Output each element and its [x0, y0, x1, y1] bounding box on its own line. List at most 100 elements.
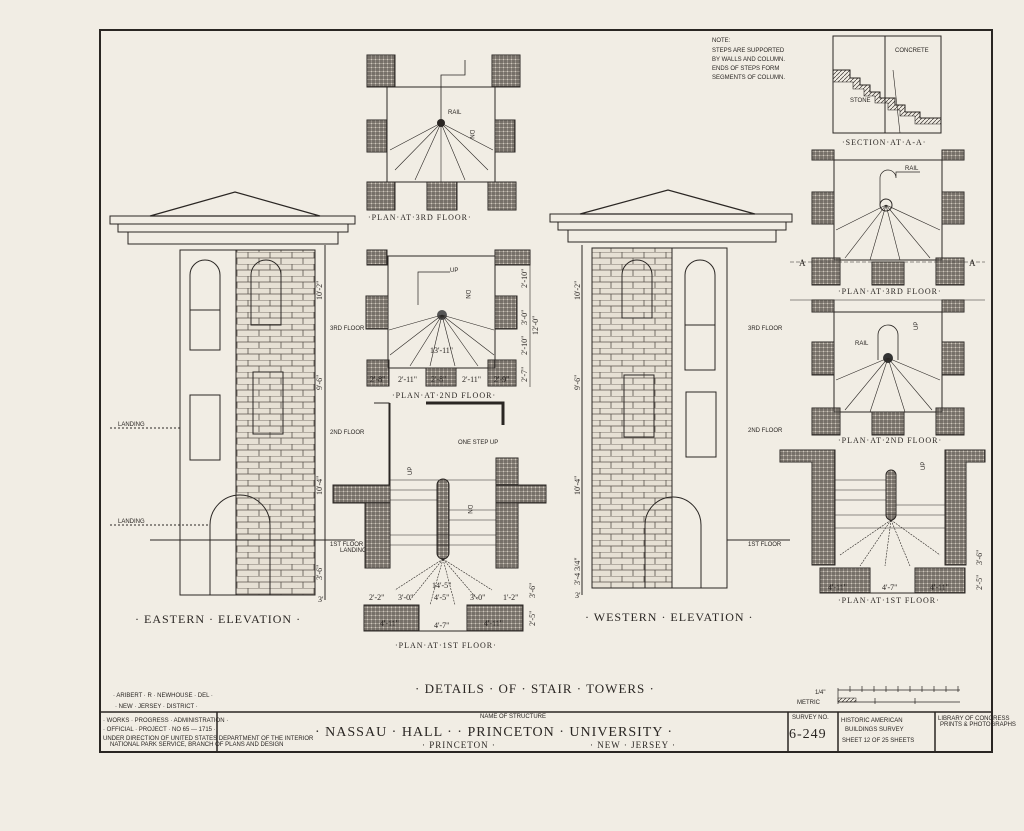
right-3rd-rail-label: RAIL: [905, 166, 919, 172]
western-2nd-floor-label: 2ND FLOOR: [748, 428, 783, 434]
name-of-structure-label: NAME OF STRUCTURE: [480, 714, 546, 720]
plan-1st-dim-row-2: 3'-0": [398, 593, 413, 602]
library-stamp-1: LIBRARY OF CONGRESS: [938, 716, 1009, 722]
note-line-3: ENDS OF STEPS FORM: [712, 66, 779, 72]
plan-2nd-dim-side-2: 3'-0": [520, 310, 529, 325]
plan-2nd-dim-bottom-3: 2'-8": [431, 375, 446, 384]
title-block: [216, 712, 936, 752]
eastern-1st-floor-label: 1ST FLOOR: [330, 542, 364, 548]
plan-2nd-dim-bottom-4: 2'-11": [462, 375, 481, 384]
scale-label: 1/4": [815, 690, 825, 696]
right-2nd-up-label: UP: [914, 322, 920, 330]
note-heading: NOTE:: [712, 38, 731, 44]
western-3rd-floor-label: 3RD FLOOR: [748, 326, 783, 332]
section-a-a-detail: [832, 35, 942, 134]
survey-number: 6-249: [789, 727, 827, 742]
eastern-elevation-title: · EASTERN · ELEVATION ·: [135, 612, 301, 626]
plan-1st-dim-side-2: 2'-5": [528, 611, 537, 626]
right-1st-dim-side-1: 3'-6": [975, 550, 984, 565]
section-marker-a-right: A: [969, 258, 977, 268]
plan-2nd-dim-side-4: 2'-7": [520, 367, 529, 382]
section-a-a-title: ·SECTION·AT·A-A·: [842, 138, 926, 147]
western-dim-2: 9'-6": [573, 375, 582, 390]
plan-2nd-dim-bottom-1: 2'-8": [370, 375, 385, 384]
agency-line-4: NATIONAL PARK SERVICE, BRANCH OF PLANS A…: [110, 742, 283, 748]
right-plan-3rd-floor-title: ·PLAN·AT·3RD FLOOR·: [838, 287, 942, 296]
right-plan-1st-floor-title: ·PLAN·AT·1ST FLOOR·: [838, 596, 940, 605]
right-2nd-rail-label: RAIL: [855, 341, 869, 347]
eastern-dim-5: 3': [318, 595, 324, 604]
plan-2nd-floor-right: [790, 299, 985, 436]
plan-2nd-dim-side-1: 2'-10": [520, 269, 529, 288]
eastern-elevation: [109, 191, 356, 600]
plan-2nd-dim-total: 12'-0": [531, 316, 540, 335]
eastern-landing-label-2: LANDING: [118, 519, 145, 525]
plan-2nd-floor-title: ·PLAN·AT·2ND FLOOR·: [392, 391, 496, 400]
right-1st-dim-side-2: 2'-5": [975, 575, 984, 590]
plan-2nd-dn-label: DN: [464, 290, 470, 299]
survey-no-label: SURVEY NO.: [792, 715, 829, 721]
delineator-name: · ARIBERT · R · NEWHOUSE · DEL ·: [113, 693, 213, 699]
agency-line-2: · OFFICIAL · PROJECT · NO 65 --- 1715 ·: [103, 727, 216, 733]
western-dim-5: 3': [575, 591, 581, 600]
plan-2nd-dim-side-3: 2'-10": [520, 336, 529, 355]
agency-line-3: UNDER DIRECTION OF UNITED STATES DEPARTM…: [103, 736, 314, 742]
eastern-2nd-floor-label: 2ND FLOOR: [330, 430, 365, 436]
plan-1st-dim-row-5: 1'-2": [503, 593, 518, 602]
plan-3rd-dn-label: DN: [468, 130, 474, 139]
graphic-scale-bar: [837, 686, 960, 704]
plan-1st-floor-right: [779, 449, 986, 594]
right-1st-dim-bottom-2: 4'-7": [882, 583, 897, 592]
plan-1st-dim-bottom-3: 4'-11": [484, 619, 503, 628]
plan-2nd-dim-bottom-5: 2'-9": [494, 375, 509, 384]
eastern-landing-floor-label: LANDING: [340, 548, 367, 554]
drawing-title: · DETAILS · OF · STAIR · TOWERS ·: [415, 681, 655, 696]
note-line-4: SEGMENTS OF COLUMN.: [712, 75, 785, 81]
right-1st-up-label: UP: [921, 462, 927, 470]
plan-2nd-up-label: UP: [450, 268, 458, 274]
plan-1st-dim-side-1: 3'-6": [528, 583, 537, 598]
right-plan-2nd-floor-title: ·PLAN·AT·2ND FLOOR·: [838, 436, 942, 445]
plan-1st-one-step-up-label: ONE STEP UP: [458, 440, 498, 446]
habs-line-1: HISTORIC AMERICAN: [841, 718, 903, 724]
sheet-number: SHEET 12 OF 25 SHEETS: [842, 738, 914, 744]
western-dim-1: 10'-2": [573, 281, 582, 300]
structure-name: · NASSAU · HALL · · PRINCETON · UNIVERSI…: [315, 725, 673, 740]
eastern-dim-3: 10'-4": [315, 476, 324, 495]
plan-1st-dim-bottom-2: 4'-7": [434, 621, 449, 630]
habs-line-2: BUILDINGS SURVEY: [845, 727, 904, 733]
location-state: · NEW · JERSEY ·: [590, 740, 676, 750]
eastern-dim-1: 10'-2": [315, 281, 324, 300]
plan-3rd-rail-label: RAIL: [448, 110, 462, 116]
sheet-border: [99, 29, 993, 753]
eastern-3rd-floor-label: 3RD FLOOR: [330, 326, 365, 332]
plan-1st-floor-title: ·PLAN·AT·1ST FLOOR·: [395, 641, 497, 650]
plan-3rd-floor-center: [366, 54, 521, 211]
plan-1st-dim-row-1: 2'-2": [369, 593, 384, 602]
western-elevation: [549, 189, 793, 595]
metric-scale-label: METRIC: [797, 700, 821, 706]
delineator-district: · NEW · JERSEY · DISTRICT ·: [115, 704, 198, 710]
western-elevation-title: · WESTERN · ELEVATION ·: [585, 610, 754, 624]
section-marker-a-left: A: [799, 258, 807, 268]
section-stone-label: STONE: [850, 98, 871, 104]
plan-1st-floor-center: [332, 401, 547, 632]
plan-1st-width-dim: 14'-5": [432, 581, 451, 590]
plan-2nd-floor-center: [365, 249, 531, 387]
right-1st-dim-bottom-3: 4'-11": [930, 583, 949, 592]
plan-1st-dn-label: DN: [466, 505, 472, 514]
plan-1st-dim-row-4: 3'-0": [470, 593, 485, 602]
right-1st-dim-bottom-1: 4'-11": [828, 583, 847, 592]
location-city: · PRINCETON ·: [422, 740, 496, 750]
eastern-landing-label: LANDING: [118, 422, 145, 428]
plan-1st-up-label: UP: [408, 467, 414, 475]
section-concrete-label: CONCRETE: [895, 48, 929, 54]
plan-3rd-floor-title: ·PLAN·AT·3RD FLOOR·: [368, 213, 472, 222]
plan-2nd-dim-bottom-2: 2'-11": [398, 375, 417, 384]
eastern-dim-2: 9'-6": [315, 375, 324, 390]
agency-line-1: · WORKS · PROGRESS · ADMINISTRATION ·: [103, 718, 228, 724]
plan-1st-dim-bottom-1: 4'-11": [380, 619, 399, 628]
eastern-dim-4: 3'-6": [315, 565, 324, 580]
note-line-2: BY WALLS AND COLUMN.: [712, 57, 785, 63]
